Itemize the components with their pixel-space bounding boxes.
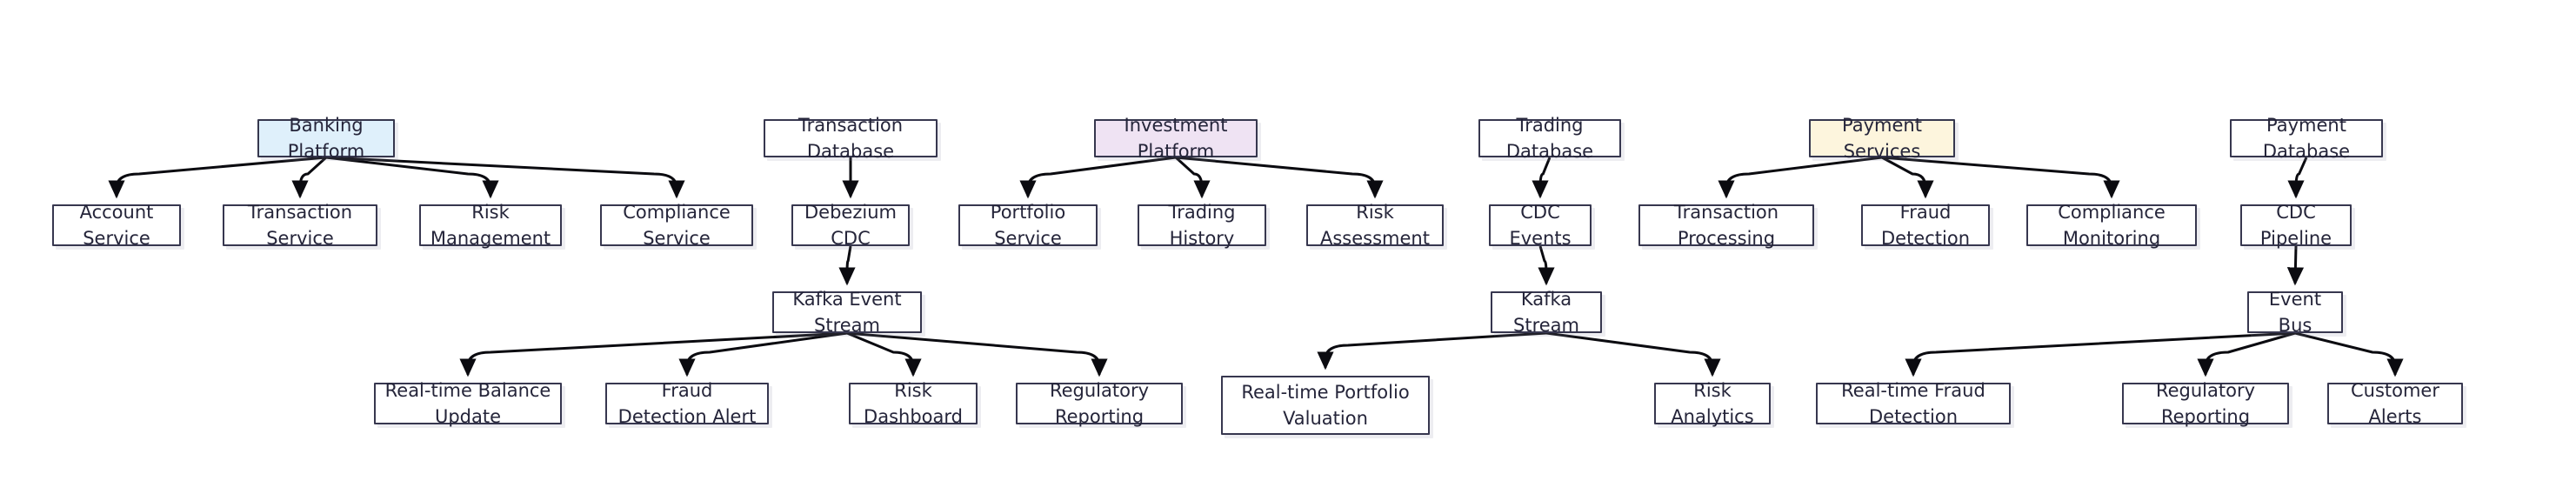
node-compliance-service[interactable]: Compliance Service — [600, 202, 753, 249]
edge-kafka-event-stream-to-risk-dashboard — [846, 331, 922, 377]
node-transaction-database[interactable]: Transaction Database — [764, 115, 938, 162]
node-risk-analytics[interactable]: Risk Analytics — [1654, 380, 1771, 427]
edge-event-bus-to-real-time-fraud-detection — [1905, 331, 2296, 377]
node-risk-dashboard[interactable]: Risk Dashboard — [849, 380, 978, 427]
node-real-time-fraud-detection[interactable]: Real-time Fraud Detection — [1816, 380, 2011, 427]
node-portfolio-service[interactable]: Portfolio Service — [958, 202, 1098, 249]
node-real-time-portfolio-valuation[interactable]: Real-time Portfolio Valuation — [1221, 376, 1430, 435]
edge-debezium-cdc-to-kafka-event-stream — [838, 245, 856, 286]
node-cdc-pipeline[interactable]: CDC Pipeline — [2240, 202, 2352, 249]
node-fraud-detection[interactable]: Fraud Detection — [1861, 202, 1990, 249]
edge-kafka-event-stream-to-regulatory-reporting-1 — [846, 331, 1108, 377]
edge-kafka-stream-to-risk-analytics — [1545, 331, 1721, 377]
edge-cdc-events-to-kafka-stream — [1538, 245, 1555, 286]
node-payment-database[interactable]: Payment Database — [2230, 115, 2383, 162]
node-compliance-monitoring[interactable]: Compliance Monitoring — [2026, 202, 2197, 249]
node-transaction-service[interactable]: Transaction Service — [223, 202, 377, 249]
node-transaction-processing[interactable]: Transaction Processing — [1638, 202, 1814, 249]
edge-paths — [108, 156, 2404, 377]
node-cdc-events[interactable]: CDC Events — [1489, 202, 1592, 249]
edge-kafka-event-stream-to-real-time-balance-update — [459, 331, 848, 377]
node-kafka-event-stream[interactable]: Kafka Event Stream — [772, 289, 922, 336]
edge-kafka-event-stream-to-fraud-detection-alert — [678, 331, 848, 377]
node-banking-platform[interactable]: Banking Platform — [257, 115, 395, 162]
node-event-bus[interactable]: Event Bus — [2247, 289, 2343, 336]
node-risk-management[interactable]: Risk Management — [419, 202, 562, 249]
node-fraud-detection-alert[interactable]: Fraud Detection Alert — [605, 380, 769, 427]
node-regulatory-reporting-2[interactable]: Regulatory Reporting — [2122, 380, 2289, 427]
edge-cdc-pipeline-to-event-bus — [2286, 245, 2305, 286]
node-regulatory-reporting-1[interactable]: Regulatory Reporting — [1016, 380, 1183, 427]
node-debezium-cdc[interactable]: Debezium CDC — [791, 202, 910, 249]
edge-event-bus-to-regulatory-reporting-2 — [2197, 331, 2296, 377]
node-payment-services[interactable]: Payment Services — [1809, 115, 1955, 162]
node-real-time-balance-update[interactable]: Real-time Balance Update — [374, 380, 562, 427]
node-customer-alerts[interactable]: Customer Alerts — [2327, 380, 2463, 427]
node-risk-assessment[interactable]: Risk Assessment — [1306, 202, 1444, 249]
node-account-service[interactable]: Account Service — [52, 202, 181, 249]
node-kafka-stream[interactable]: Kafka Stream — [1491, 289, 1602, 336]
edge-event-bus-to-customer-alerts — [2294, 331, 2404, 377]
node-investment-platform[interactable]: Investment Platform — [1094, 115, 1258, 162]
node-trading-database[interactable]: Trading Database — [1478, 115, 1621, 162]
node-trading-history[interactable]: Trading History — [1138, 202, 1266, 249]
